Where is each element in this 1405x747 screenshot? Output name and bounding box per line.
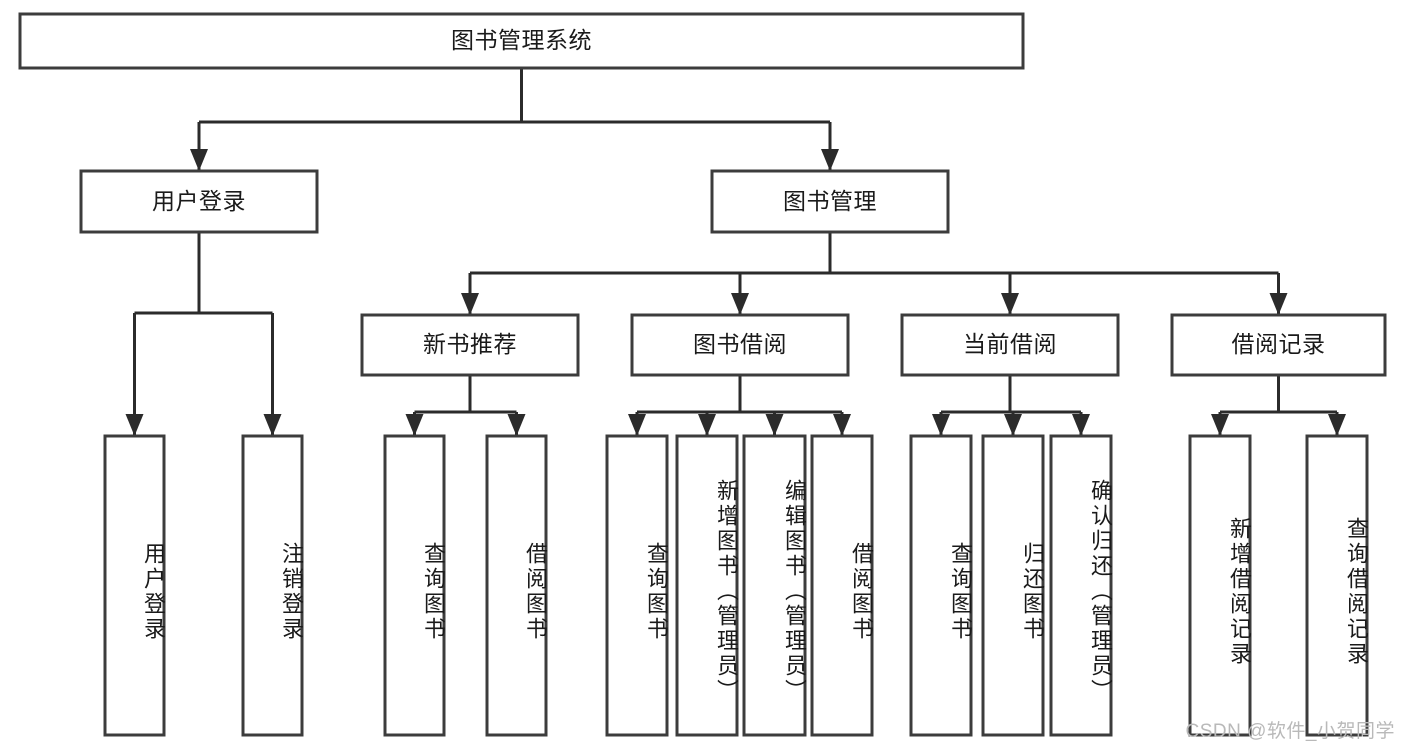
- arrow-head-icon: [263, 414, 282, 436]
- node-box-book_mgmt[interactable]: [710, 169, 950, 234]
- node-box-leaf_borrow_book[interactable]: [810, 434, 874, 737]
- node-box-borrow_record[interactable]: [1170, 313, 1387, 377]
- node-box-user_login[interactable]: [79, 169, 319, 234]
- arrow-head-icon: [1269, 293, 1288, 315]
- node-box-leaf_query_bb[interactable]: [605, 434, 669, 737]
- arrow-head-icon: [1328, 414, 1346, 436]
- arrow-head-icon: [190, 149, 208, 171]
- node-box-leaf_query_nb[interactable]: [383, 434, 446, 737]
- arrow-head-icon: [1211, 414, 1229, 436]
- node-box-root[interactable]: [18, 12, 1025, 70]
- node-box-leaf_edit_book[interactable]: [742, 434, 807, 737]
- node-box-leaf_confirm_ret[interactable]: [1049, 434, 1113, 737]
- node-box-leaf_add_rec[interactable]: [1188, 434, 1252, 737]
- node-box-leaf_query_cb[interactable]: [909, 434, 973, 737]
- arrow-head-icon: [628, 414, 646, 436]
- arrow-head-icon: [125, 414, 144, 436]
- watermark-text: CSDN @软件_小贺同学: [1185, 721, 1395, 742]
- node-box-leaf_return_book[interactable]: [981, 434, 1045, 737]
- arrow-head-icon: [1004, 414, 1022, 436]
- node-box-current_borrow[interactable]: [900, 313, 1120, 377]
- edges-layer: [125, 68, 1346, 436]
- node-box-leaf_add_book[interactable]: [675, 434, 739, 737]
- node-box-leaf_user_login[interactable]: [103, 434, 166, 737]
- arrow-head-icon: [821, 149, 839, 171]
- node-box-leaf_logout[interactable]: [241, 434, 304, 737]
- arrow-head-icon: [698, 414, 716, 436]
- arrow-head-icon: [1072, 414, 1090, 436]
- arrow-head-icon: [765, 414, 784, 436]
- arrow-head-icon: [507, 414, 526, 436]
- node-box-leaf_borrow_nb[interactable]: [485, 434, 548, 737]
- arrow-head-icon: [833, 414, 851, 436]
- arrow-head-icon: [731, 293, 749, 315]
- nodes-layer: [18, 12, 1387, 737]
- arrow-head-icon: [932, 414, 950, 436]
- node-box-new_book_rec[interactable]: [360, 313, 580, 377]
- node-box-book_borrow[interactable]: [630, 313, 850, 377]
- arrow-head-icon: [461, 293, 479, 315]
- node-box-leaf_query_rec[interactable]: [1305, 434, 1369, 737]
- arrow-head-icon: [1001, 293, 1019, 315]
- arrow-head-icon: [405, 414, 424, 436]
